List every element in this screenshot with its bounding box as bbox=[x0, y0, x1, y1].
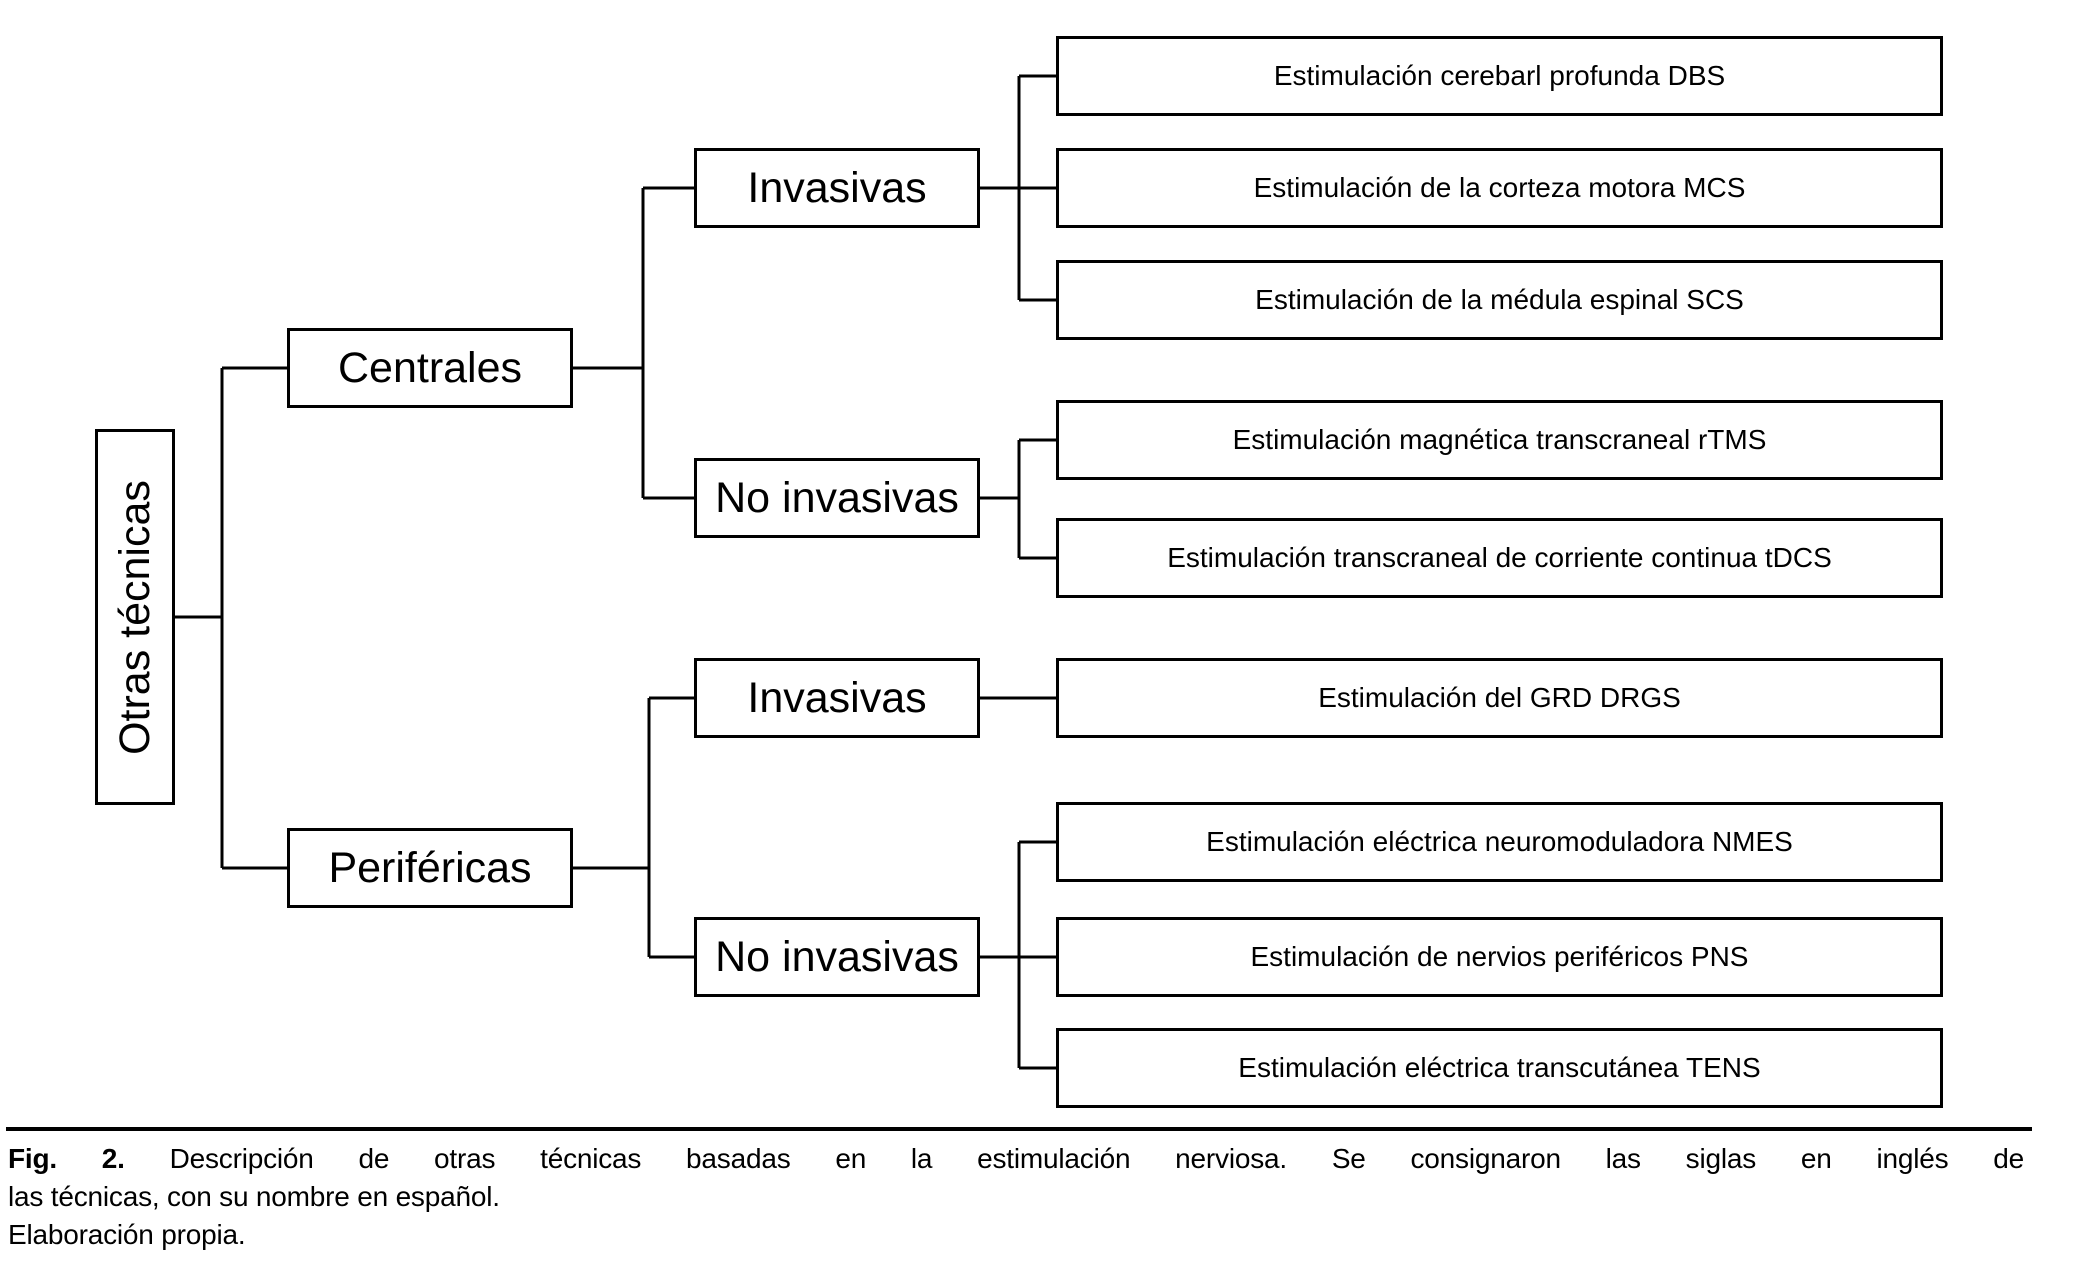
node-no-invasivas-centrales: No invasivas bbox=[694, 458, 980, 538]
node-invasivas-perifericas: Invasivas bbox=[694, 658, 980, 738]
leaf-mcs: Estimulación de la corteza motora MCS bbox=[1056, 148, 1943, 228]
figure-caption: Fig. 2. Descripción de otras técnicas ba… bbox=[8, 1140, 2024, 1254]
leaf-tdcs: Estimulación transcraneal de corriente c… bbox=[1056, 518, 1943, 598]
leaf-mcs-label: Estimulación de la corteza motora MCS bbox=[1253, 172, 1746, 203]
leaf-tens-label: Estimulación eléctrica transcutánea TENS bbox=[1238, 1052, 1761, 1083]
caption-line-2: las técnicas, con su nombre en español. bbox=[8, 1181, 500, 1212]
leaf-dbs-label: Estimulación cerebarl profunda DBS bbox=[1273, 60, 1726, 91]
leaf-drgs: Estimulación del GRD DRGS bbox=[1056, 658, 1943, 738]
node-no-invasivas-perifericas-label: No invasivas bbox=[715, 932, 959, 981]
node-centrales: Centrales bbox=[287, 328, 573, 408]
leaf-pns: Estimulación de nervios periféricos PNS bbox=[1056, 917, 1943, 997]
leaf-nmes-label: Estimulación eléctrica neuromoduladora N… bbox=[1206, 826, 1793, 857]
leaf-tdcs-label: Estimulación transcraneal de corriente c… bbox=[1167, 542, 1832, 573]
leaf-rtms: Estimulación magnética transcraneal rTMS bbox=[1056, 400, 1943, 480]
leaf-dbs: Estimulación cerebarl profunda DBS bbox=[1056, 36, 1943, 116]
node-perifericas: Periféricas bbox=[287, 828, 573, 908]
node-centrales-label: Centrales bbox=[337, 343, 523, 392]
node-invasivas-centrales-label: Invasivas bbox=[747, 163, 927, 212]
leaf-nmes: Estimulación eléctrica neuromoduladora N… bbox=[1056, 802, 1943, 882]
leaf-rtms-label: Estimulación magnética transcraneal rTMS bbox=[1232, 424, 1767, 455]
leaf-drgs-label: Estimulación del GRD DRGS bbox=[1318, 682, 1681, 713]
caption-line-1: Fig. 2. Descripción de otras técnicas ba… bbox=[8, 1140, 2024, 1178]
node-no-invasivas-centrales-label: No invasivas bbox=[715, 473, 959, 522]
leaf-scs: Estimulación de la médula espinal SCS bbox=[1056, 260, 1943, 340]
caption-line-3: Elaboración propia. bbox=[8, 1219, 246, 1250]
node-no-invasivas-perifericas: No invasivas bbox=[694, 917, 980, 997]
caption-line-1-text: Descripción de otras técnicas basadas en… bbox=[169, 1143, 2025, 1174]
leaf-scs-label: Estimulación de la médula espinal SCS bbox=[1255, 284, 1744, 315]
node-invasivas-perifericas-label: Invasivas bbox=[747, 673, 927, 722]
node-otras-tecnicas-label: Otras técnicas bbox=[110, 479, 159, 755]
leaf-tens: Estimulación eléctrica transcutánea TENS bbox=[1056, 1028, 1943, 1108]
caption-fig-label: Fig. 2. bbox=[8, 1143, 125, 1174]
caption-separator bbox=[6, 1127, 2032, 1131]
node-otras-tecnicas: Otras técnicas bbox=[95, 429, 175, 805]
node-perifericas-label: Periféricas bbox=[328, 843, 532, 892]
connector-lines bbox=[175, 74, 1056, 1070]
node-invasivas-centrales: Invasivas bbox=[694, 148, 980, 228]
leaf-pns-label: Estimulación de nervios periféricos PNS bbox=[1250, 941, 1749, 972]
